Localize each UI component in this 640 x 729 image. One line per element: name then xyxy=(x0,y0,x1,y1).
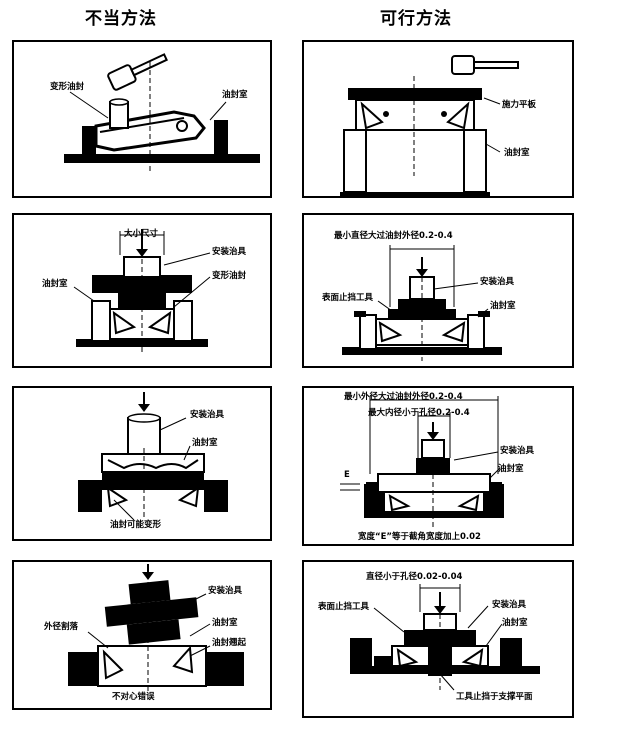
label-may-deform: 油封可能变形 xyxy=(110,520,162,530)
panel-wrong-undersize-drawing xyxy=(78,392,228,521)
panel-wrong-oversize-drawing xyxy=(73,229,211,355)
panel-right-plate: 施力平板 油封室 xyxy=(302,40,574,198)
panel-wrong-oversize-tool: 大小尺寸 安装治具 油封室 变形油封 xyxy=(12,213,272,368)
panel-right-support-drawing xyxy=(350,584,540,691)
label-min-outer-diameter: 最小外径大过油封外径0.2-0.4 xyxy=(344,392,463,402)
label-seal-chamber: 油封室 xyxy=(42,279,68,289)
wrong-method-heading: 不当方法 xyxy=(85,9,157,29)
panel-wrong-hammer-drawing xyxy=(64,53,260,172)
label-misalignment-error: 不对心错误 xyxy=(112,692,155,702)
label-seal-chamber: 油封室 xyxy=(212,618,238,628)
label-install-tool: 安装治具 xyxy=(480,277,515,287)
panel-wrong-hammer: 变形油封 油封室 xyxy=(12,40,272,198)
panel-right-plate-drawing xyxy=(340,55,519,196)
panel-right-sized-tool: 最小直径大过油封外径0.2-0.4 安装治具 表面止挡工具 油封室 xyxy=(302,213,574,368)
label-deformed-seal: 变形油封 xyxy=(50,82,85,92)
label-size: 大小尺寸 xyxy=(124,229,159,239)
label-max-inner-diameter: 最大内径小于孔径0.2-0.4 xyxy=(368,408,470,418)
panel-wrong-misalignment: 安装治具 外径割落 油封室 油封翘起 不对心错误 xyxy=(12,560,272,710)
panel-wrong-misalignment-drawing xyxy=(68,564,244,696)
label-seal-chamber: 油封室 xyxy=(502,618,528,628)
label-seal-chamber: 油封室 xyxy=(222,90,248,100)
panel-right-dual-drawing xyxy=(340,396,504,528)
label-pressure-plate: 施力平板 xyxy=(502,100,537,110)
label-install-tool: 安装治具 xyxy=(492,600,527,610)
label-seal-chamber: 油封室 xyxy=(192,438,218,448)
panel-right-dual-diameter: 最小外径大过油封外径0.2-0.4 最大内径小于孔径0.2-0.4 E 安装治具… xyxy=(302,386,574,546)
label-stop-tool: 表面止挡工具 xyxy=(322,293,374,303)
label-install-tool: 安装治具 xyxy=(190,410,225,420)
label-install-tool: 安装治具 xyxy=(212,247,247,257)
panel-right-sized-drawing xyxy=(342,245,502,361)
label-stop-tool: 表面止挡工具 xyxy=(318,602,370,612)
label-deformed-seal: 变形油封 xyxy=(212,271,247,281)
label-outer-crack: 外径割落 xyxy=(44,622,79,632)
label-width-e-note: 宽度“E”等于截角宽度加上0.02 xyxy=(358,532,481,542)
label-seal-chamber: 油封室 xyxy=(498,464,524,474)
label-seal-chamber: 油封室 xyxy=(490,301,516,311)
right-method-heading: 可行方法 xyxy=(380,9,452,29)
label-seal-chamber: 油封室 xyxy=(504,148,530,158)
label-install-tool: 安装治具 xyxy=(500,446,535,456)
label-install-tool: 安装治具 xyxy=(208,586,243,596)
label-tool-stops-on-support: 工具止挡于支撑平面 xyxy=(456,692,533,702)
label-seal-tilted: 油封翘起 xyxy=(212,638,247,648)
label-e-mark: E xyxy=(344,470,350,480)
panel-right-support-stop: 直径小于孔径0.02-0.04 表面止挡工具 安装治具 油封室 工具止挡于支撑平… xyxy=(302,560,574,718)
label-dimension: 最小直径大过油封外径0.2-0.4 xyxy=(334,231,453,241)
label-diameter-less-than-bore: 直径小于孔径0.02-0.04 xyxy=(366,572,463,582)
panel-wrong-undersize-tool: 安装治具 油封室 油封可能变形 xyxy=(12,386,272,541)
